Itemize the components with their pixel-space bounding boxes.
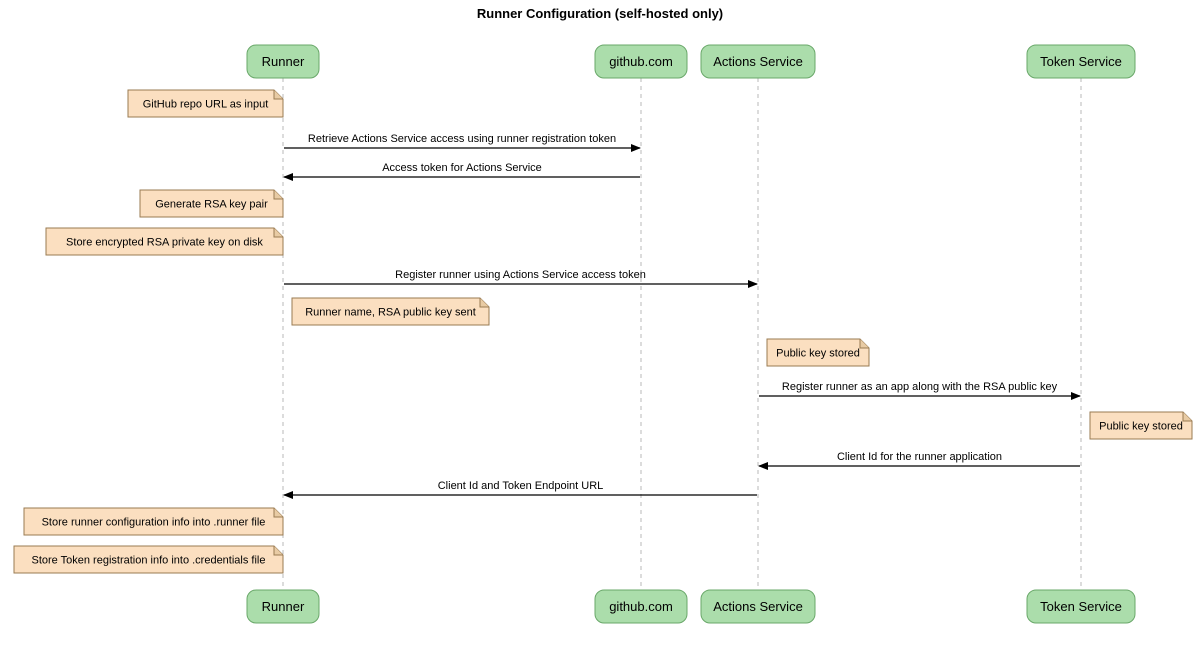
message-5: Client Id and Token Endpoint URL <box>283 480 757 499</box>
participant-label: github.com <box>609 54 673 69</box>
note-3: Runner name, RSA public key sent <box>291 297 490 326</box>
message-2: Register runner using Actions Service ac… <box>284 269 758 288</box>
participant-github-com-top[interactable]: github.com <box>594 44 688 79</box>
note-6: Store runner configuration info into .ru… <box>23 507 284 536</box>
participants-header: Runner github.com Actions Service Token Ser… <box>246 44 1136 79</box>
participant-box <box>594 589 688 624</box>
note-7: Store Token registration info into .cred… <box>13 545 284 574</box>
note-fold-corner <box>273 228 283 238</box>
message-4: Client Id for the runner application <box>758 451 1080 470</box>
participant-box <box>594 44 688 79</box>
note-body <box>127 89 284 118</box>
note-label: GitHub repo URL as input <box>143 99 269 111</box>
note-fold-corner <box>859 339 869 349</box>
participant-label: github.com <box>609 599 673 614</box>
participant-label: Actions Service <box>713 54 803 69</box>
note-label: Store runner configuration info into .ru… <box>42 517 266 529</box>
note-label: Public key stored <box>776 348 860 360</box>
note-4: Public key stored <box>766 338 870 367</box>
note-body <box>139 189 284 218</box>
note-label: Generate RSA key pair <box>155 199 268 211</box>
note-label: Store encrypted RSA private key on disk <box>66 237 263 249</box>
participant-label: Runner <box>262 54 305 69</box>
note-fold-corner <box>273 90 283 100</box>
participant-box <box>1026 44 1136 79</box>
participant-label: Token Service <box>1040 599 1122 614</box>
participant-actions-service-bottom[interactable]: Actions Service <box>700 589 816 624</box>
note-1: Generate RSA key pair <box>139 189 284 218</box>
participant-runner-bottom[interactable]: Runner <box>246 589 320 624</box>
page-title: Runner Configuration (self-hosted only) <box>477 6 723 21</box>
participant-actions-service-top[interactable]: Actions Service <box>700 44 816 79</box>
participant-token-service-bottom[interactable]: Token Service <box>1026 589 1136 624</box>
note-5: Public key stored <box>1089 411 1193 440</box>
participant-box <box>246 589 320 624</box>
participant-token-service-top[interactable]: Token Service <box>1026 44 1136 79</box>
participant-runner-top[interactable]: Runner <box>246 44 320 79</box>
message-3: Register runner as an app along with the… <box>759 381 1081 400</box>
note-body <box>766 338 870 367</box>
participant-label: Runner <box>262 599 305 614</box>
message-label: Retrieve Actions Service access using ru… <box>308 133 616 145</box>
note-fold-corner <box>1182 412 1192 422</box>
note-2: Store encrypted RSA private key on disk <box>45 227 284 256</box>
note-body <box>23 507 284 536</box>
participant-label: Token Service <box>1040 54 1122 69</box>
note-body <box>291 297 490 326</box>
message-label: Register runner as an app along with the… <box>782 381 1058 393</box>
note-body <box>13 545 284 574</box>
note-body <box>45 227 284 256</box>
participant-github-com-bottom[interactable]: github.com <box>594 589 688 624</box>
message-1: Access token for Actions Service <box>283 162 640 181</box>
participant-box <box>700 44 816 79</box>
note-label: Store Token registration info into .cred… <box>32 555 266 567</box>
participant-label: Actions Service <box>713 599 803 614</box>
participant-box <box>700 589 816 624</box>
note-label: Runner name, RSA public key sent <box>305 307 476 319</box>
messages-group: Retrieve Actions Service access using ru… <box>283 133 1081 499</box>
note-fold-corner <box>273 546 283 556</box>
lifelines-group <box>282 78 1082 590</box>
participants-footer: Runner github.com Actions Service Token Ser… <box>246 589 1136 624</box>
note-label: Public key stored <box>1099 421 1183 433</box>
note-fold-corner <box>479 298 489 308</box>
note-body <box>1089 411 1193 440</box>
note-0: GitHub repo URL as input <box>127 89 284 118</box>
message-label: Client Id for the runner application <box>837 451 1002 463</box>
note-fold-corner <box>273 508 283 518</box>
participant-box <box>1026 589 1136 624</box>
message-label: Access token for Actions Service <box>382 162 542 174</box>
message-label: Client Id and Token Endpoint URL <box>438 480 604 492</box>
message-0: Retrieve Actions Service access using ru… <box>284 133 641 152</box>
participant-box <box>246 44 320 79</box>
note-fold-corner <box>273 190 283 200</box>
message-label: Register runner using Actions Service ac… <box>395 269 646 281</box>
